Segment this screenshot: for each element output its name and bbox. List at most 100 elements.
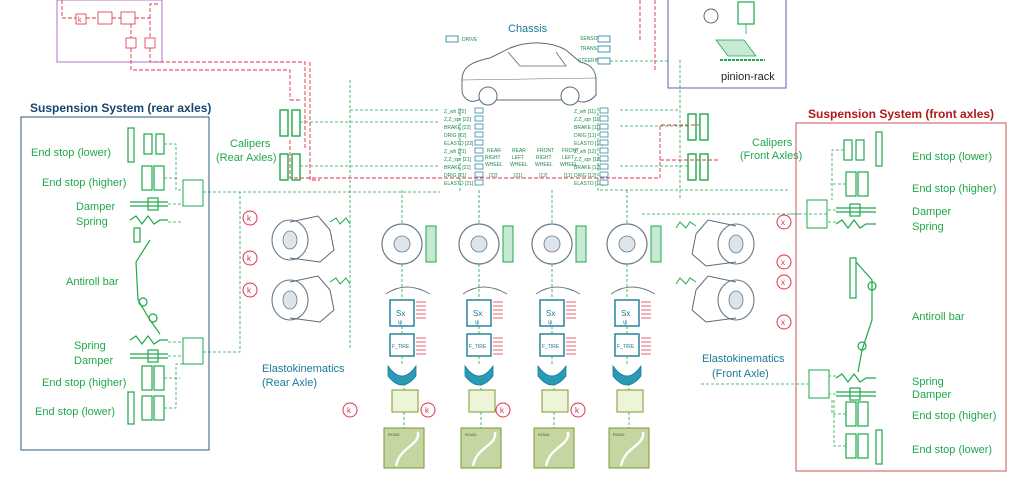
output-tick [416, 313, 426, 351]
chassis-ports: DRIVE SENSOR TRANS STEERING [445, 35, 668, 65]
front-suspension-system[interactable]: Suspension System (front axles) End stop… [700, 107, 1007, 472]
port-label-right-1: Z,Z_spr [11] [574, 117, 601, 123]
output-tick [641, 317, 651, 355]
port-label-left-3: DRIG [22] [444, 133, 467, 139]
rear-upper-bushing-icon [329, 217, 351, 225]
rear-elastokinematics-block[interactable]: Elastokinematics (Rear Axle) [262, 215, 351, 389]
source-k-label-1: k [247, 254, 252, 263]
source-x-label-2: x [781, 278, 785, 287]
output-tick [493, 317, 503, 355]
road-label: ROAD [465, 432, 477, 437]
source-k-icon-1 [242, 250, 258, 266]
tire-force-label: F_TIRE [542, 344, 560, 350]
rear-lower-hub-icon [282, 290, 298, 310]
port-label-right-7: BRAKE [12] [574, 165, 601, 171]
port-connector-right-1 [599, 115, 609, 122]
axle-link-icon [535, 286, 581, 295]
port-connector-left-7 [474, 163, 484, 170]
pinion-rack-block[interactable]: pinion-rack [667, 0, 787, 89]
rear-calipers-block[interactable]: Calipers (Rear Axles) [216, 109, 440, 181]
column-wire [626, 190, 630, 428]
output-tick [566, 309, 576, 347]
terrain-block-icon [541, 389, 569, 413]
wheel-column-labels: REAR RIGHT WHEEL [22] REAR LEFT WHEEL [2… [485, 148, 579, 179]
output-tick [416, 305, 426, 343]
source-k-icon-3 [342, 402, 358, 418]
output-tick [416, 317, 426, 355]
output-tick [493, 309, 503, 347]
port-label-left-5: Z_wh [21] [444, 149, 467, 155]
brake-disc-icon [502, 225, 514, 263]
steering-controller-block[interactable]: k [56, 0, 163, 63]
wheel-center-icon [470, 235, 488, 253]
rear-suspension-system[interactable]: Suspension System (rear axles) End stop … [20, 101, 211, 451]
rear-end-stop-lower-label: End stop (lower) [31, 147, 111, 159]
output-tick [566, 305, 576, 343]
source-k-label-3: k [347, 406, 352, 415]
svg-text:WHEEL: WHEEL [485, 162, 503, 168]
output-tick [641, 305, 651, 343]
tire-contact-icon [387, 364, 417, 386]
port-label-left-4: ELASTO [22] [444, 141, 474, 147]
front-elastokinematics-block[interactable]: Elastokinematics (Front Axle) [675, 219, 785, 380]
front-end-stop-lower-label: End stop (lower) [912, 151, 992, 163]
source-x-icon-1 [776, 254, 792, 270]
tire-force-label: F_TIRE [469, 344, 487, 350]
output-tick [566, 313, 576, 351]
terrain-block-icon [468, 389, 496, 413]
chassis-block[interactable]: Chassis [461, 23, 597, 106]
port-label-left-8: DRIG [21] [444, 173, 467, 179]
front-damper2-label: Damper [912, 389, 951, 401]
port-steering: STEERING [578, 58, 604, 64]
source-x-label-3: x [781, 318, 785, 327]
output-tick [416, 301, 426, 339]
rear-damper2-label: Damper [74, 355, 113, 367]
source-k-label-2: k [247, 286, 252, 295]
gain-k-label: k [78, 17, 82, 24]
wheel-center-icon [543, 235, 561, 253]
port-label-left-7: BRAKE [21] [444, 165, 471, 171]
svg-text:[12]: [12] [539, 173, 548, 179]
port-label-right-8: DRIG [12] [574, 173, 597, 179]
port-connector-right-3 [599, 131, 609, 138]
port-connector-left-2 [474, 123, 484, 130]
source-k-label-6: k [575, 406, 580, 415]
slip-label: Sx [473, 309, 482, 318]
source-k-icon-6 [570, 402, 586, 418]
port-connector-right-7 [599, 163, 609, 170]
slip-angle-label: ψ [548, 320, 552, 326]
front-lower-bushing-icon [675, 277, 697, 285]
front-lower-hub-icon [728, 290, 744, 310]
brake-disc-icon [575, 225, 587, 263]
source-x-label-1: x [781, 258, 785, 267]
tire-force-label: F_TIRE [617, 344, 635, 350]
output-tick [641, 301, 651, 339]
front-elasto-label-1: Elastokinematics [702, 353, 785, 365]
port-label-right-0: Z_wh [11] [574, 109, 596, 115]
road-curve-icon [471, 431, 497, 467]
output-tick [493, 313, 503, 351]
rear-calipers-label-1: Calipers [230, 138, 271, 150]
terrain-block-icon [391, 389, 419, 413]
port-connector-left-1 [474, 115, 484, 122]
slip-block-icon [614, 299, 640, 327]
svg-text:FRONT: FRONT [537, 148, 554, 154]
port-label-right-4: ELASTO [11] [574, 141, 604, 147]
front-calipers-block[interactable]: Calipers (Front Axles) [620, 113, 802, 181]
road-label: ROAD [613, 432, 625, 437]
front-upper-hub-icon [728, 234, 744, 254]
source-k-icon-2 [242, 282, 258, 298]
brake-disc-icon [650, 225, 662, 263]
source-k-icon-5 [495, 402, 511, 418]
connection-lines [203, 60, 800, 353]
svg-text:WHEEL: WHEEL [535, 162, 553, 168]
tire-contact-icon [464, 364, 494, 386]
svg-text:RIGHT: RIGHT [536, 155, 552, 161]
svg-text:WHEEL: WHEEL [510, 162, 528, 168]
source-x-label-0: x [781, 218, 785, 227]
